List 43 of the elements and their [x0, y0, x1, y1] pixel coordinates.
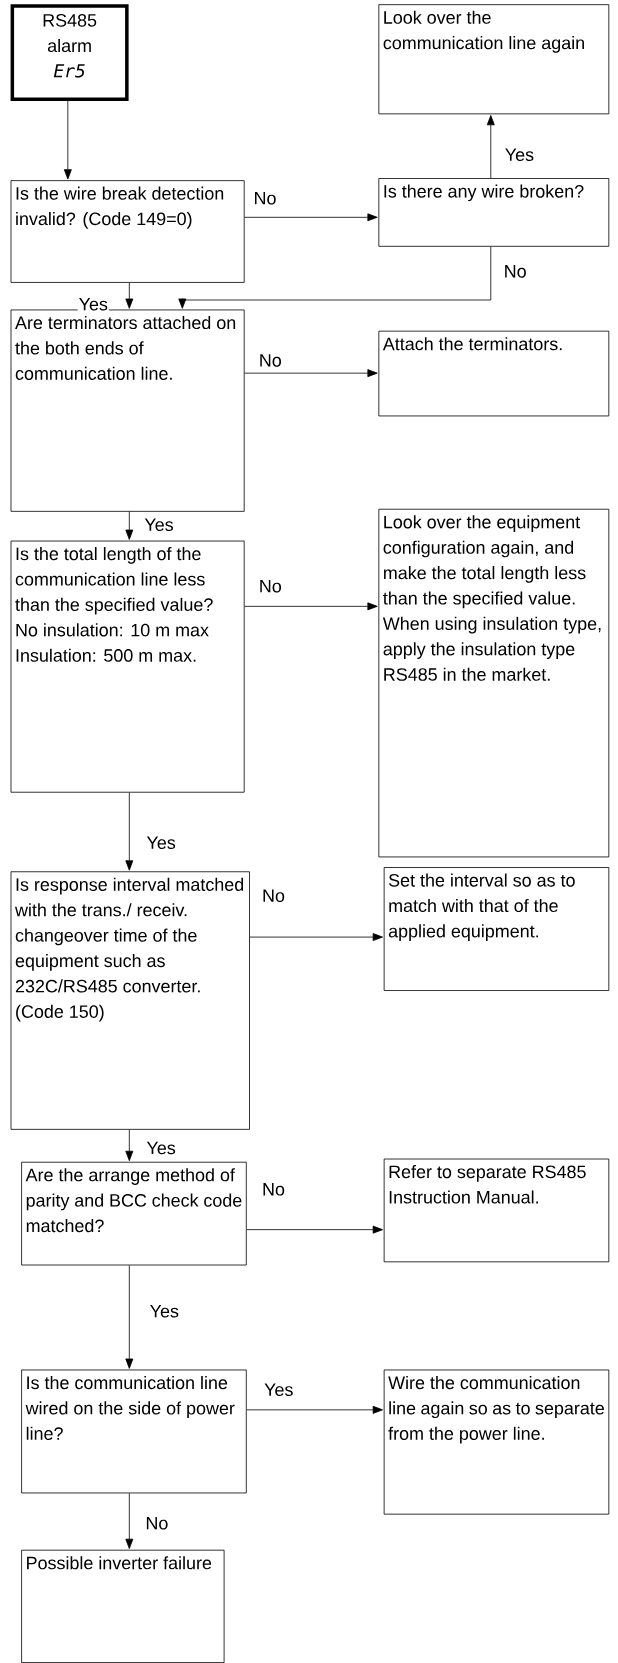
- process-box: Wire the communication line again so as to separate from the power line.: [383, 1369, 610, 1515]
- process-box: Look over the communication line again: [378, 4, 610, 115]
- edge-label: No: [257, 353, 283, 368]
- process-box: Possible inverter failure: [21, 1549, 225, 1663]
- edge-label: Yes: [145, 1140, 177, 1156]
- edge-label: Yes: [77, 297, 109, 312]
- process-box: Refer to separate RS485 Instruction Manual.: [383, 1158, 610, 1263]
- process-box: Is the wire break detection invalid? (Code 149=0): [10, 180, 245, 283]
- alarm-box: RS485 alarm Er5: [10, 4, 129, 102]
- process-box: Is response interval matched with the trans./ receiv. changeover time of the equipment such as 232C/RS485 converter. (Code 150): [10, 871, 250, 1130]
- arrow: [125, 282, 134, 309]
- edge-label: No: [261, 1182, 286, 1197]
- arrow: [125, 792, 134, 871]
- edge-label: No: [257, 578, 283, 594]
- process-box: Are the arrange method of parity and BCC check code matched?: [21, 1161, 247, 1266]
- process-box: Is the communication line wired on the side of power line?: [21, 1369, 247, 1494]
- edge-label: Yes: [145, 835, 177, 850]
- arrow: [125, 1265, 134, 1369]
- arrow: [249, 933, 383, 941]
- edge-label: No: [261, 888, 286, 903]
- edge-label: Yes: [503, 147, 536, 163]
- edge-label: Yes: [143, 517, 175, 532]
- process-box: Is the total length of the communication line less than the specified value? No insulation: 10 m max Insulation: 500 m max.: [10, 540, 245, 793]
- arrow: [244, 213, 378, 222]
- arrow: [246, 1225, 383, 1234]
- arrow: [244, 602, 378, 611]
- arrow: [486, 115, 495, 179]
- arrow: [125, 511, 134, 540]
- edge-label: No: [252, 191, 278, 206]
- process-box: Set the interval so as to match with that of the applied equipment.: [383, 867, 610, 991]
- arrow: [244, 369, 378, 378]
- edge-label: No: [502, 264, 528, 279]
- edge-label: Yes: [263, 1382, 295, 1397]
- arrow: [178, 246, 492, 309]
- arrow: [63, 100, 72, 180]
- process-box: Look over the equipment configuration again, and make the total length less than the specified value. When using insulation type, apply the insulation type RS485 in the market.: [378, 508, 610, 858]
- arrow: [246, 1405, 383, 1414]
- arrow: [125, 1492, 134, 1549]
- edge-label: No: [144, 1516, 170, 1531]
- edge-label: Yes: [148, 1304, 180, 1319]
- process-box: Is there any wire broken?: [378, 178, 610, 247]
- arrow: [125, 1129, 134, 1162]
- process-box: Attach the terminators.: [378, 330, 610, 417]
